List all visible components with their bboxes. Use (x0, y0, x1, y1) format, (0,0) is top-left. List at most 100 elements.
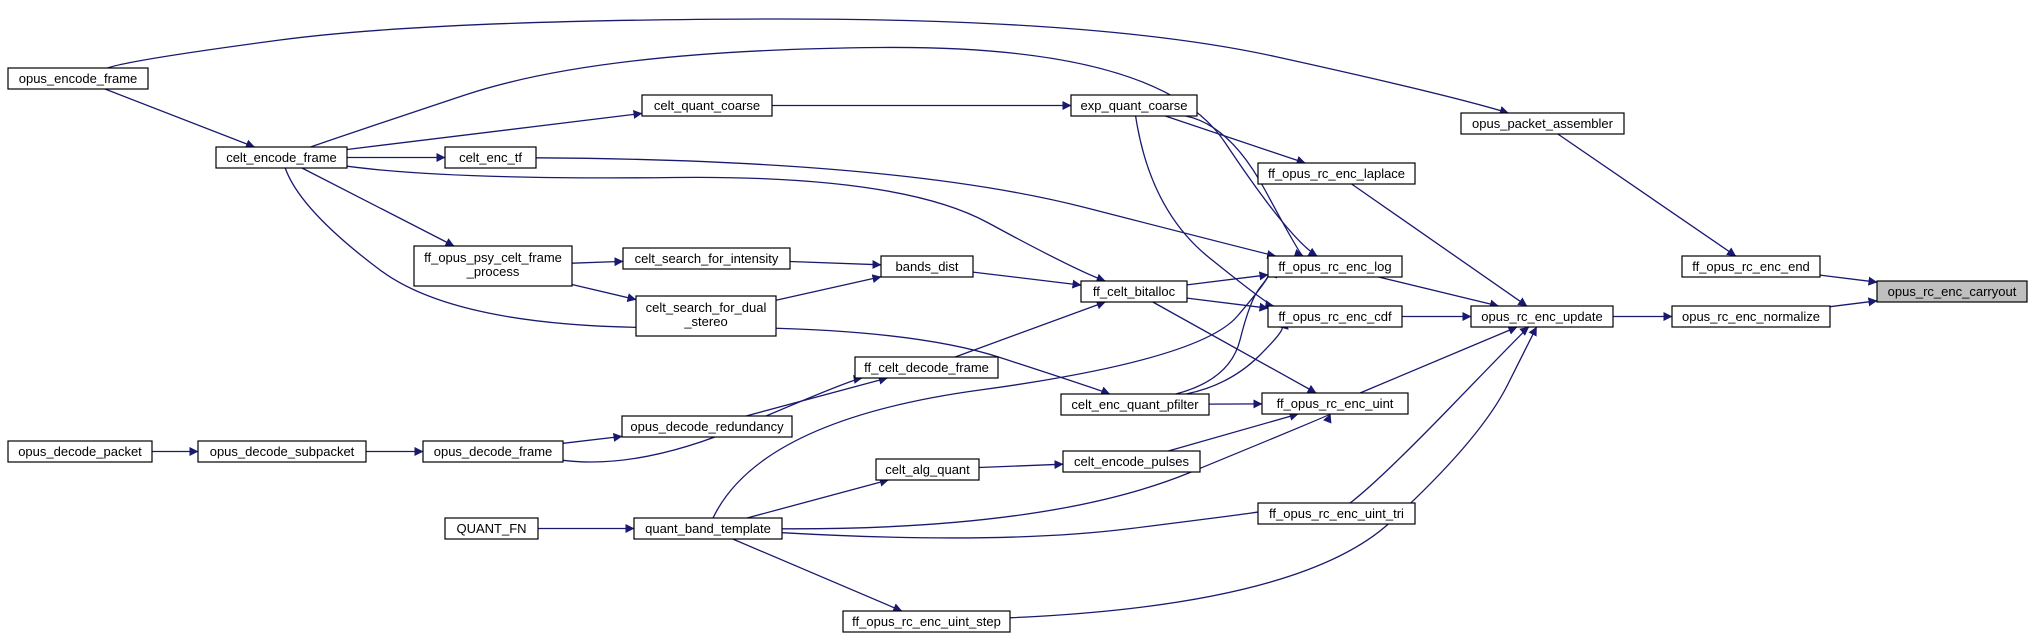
node-enc-tf[interactable]: celt_enc_tf (444, 146, 537, 169)
node-decode-frame[interactable]: opus_decode_frame (422, 440, 564, 463)
edge-arrow (1351, 183, 1528, 307)
node-enc-uint[interactable]: ff_opus_rc_enc_uint (1261, 392, 1409, 415)
node-label: ff_opus_rc_enc_uint_step (852, 614, 1001, 629)
edge-arrow (1829, 297, 1878, 308)
edge-exp_qc-to-enc_log (1185, 115, 1304, 258)
node-box (635, 295, 777, 337)
node-box (1257, 162, 1416, 185)
node-label: celt_enc_tf (459, 150, 522, 165)
node-label: opus_rc_enc_update (1481, 309, 1602, 324)
edge-search_dual-to-bands_dist (775, 274, 882, 301)
node-label: exp_quant_coarse (1081, 98, 1188, 113)
edge-arrow (732, 538, 903, 612)
node-box (1257, 502, 1416, 525)
node-enc-end[interactable]: ff_opus_rc_enc_end (1681, 255, 1821, 278)
edge-qbt-to-enc_uint (781, 413, 1331, 530)
edge-arrow (712, 267, 1277, 519)
edge-pulses-to-enc_uint (1168, 412, 1299, 452)
edge-arrow (1134, 115, 1275, 309)
node-uint-step[interactable]: ff_opus_rc_enc_uint_step (842, 610, 1011, 633)
node-label: bands_dist (896, 259, 959, 274)
node-pfilter[interactable]: celt_enc_quant_pfilter (1060, 393, 1210, 416)
node-search-dual[interactable]: celt_search_for_dual_stereo (635, 295, 777, 337)
node-label: celt_enc_quant_pfilter (1071, 397, 1199, 412)
node-label: opus_encode_frame (19, 71, 138, 86)
node-label: quant_band_template (645, 521, 771, 536)
edge-arrow (1186, 297, 1269, 312)
node-uint-tri[interactable]: ff_opus_rc_enc_uint_tri (1257, 502, 1416, 525)
edge-psy-to-search_int (571, 257, 624, 267)
node-redundancy[interactable]: opus_decode_redundancy (621, 415, 793, 438)
node-box (413, 245, 573, 287)
node-box (875, 458, 980, 481)
edge-arrow (1378, 276, 1499, 309)
node-box (444, 146, 537, 169)
node-box (1070, 94, 1198, 117)
edge-arrow (571, 257, 624, 267)
node-box (1267, 305, 1403, 328)
node-decode-celt[interactable]: ff_celt_decode_frame (854, 356, 999, 379)
node-normalize[interactable]: opus_rc_enc_normalize (1671, 305, 1831, 328)
edge-arrow (1152, 301, 1317, 394)
node-label: ff_opus_rc_enc_uint_tri (1269, 506, 1404, 521)
node-celt-enc-frame[interactable]: celt_encode_frame (215, 146, 348, 169)
node-encode-frame[interactable]: opus_encode_frame (7, 67, 149, 90)
edge-qbt-to-uint_step (732, 538, 903, 612)
node-packet-assembler[interactable]: opus_packet_assembler (1460, 112, 1625, 135)
node-label: opus_rc_enc_normalize (1682, 309, 1820, 324)
node-alg-quant[interactable]: celt_alg_quant (875, 458, 980, 481)
edge-exp_qc-to-laplace (1165, 115, 1306, 165)
node-pulses[interactable]: celt_encode_pulses (1062, 450, 1201, 473)
node-subpacket[interactable]: opus_decode_subpacket (197, 440, 367, 463)
node-box (1681, 255, 1821, 278)
node-box (641, 94, 773, 117)
edge-redundancy-to-decode_celt (745, 375, 888, 417)
node-box (422, 440, 564, 463)
edge-arrow (1185, 115, 1304, 258)
edge-exp_qc-to-enc_cdf (1134, 115, 1275, 309)
edge-arrow (1186, 321, 1289, 395)
node-label: opus_decode_subpacket (210, 444, 355, 459)
edge-psy-to-search_dual (571, 283, 637, 303)
edge-bitalloc-to-enc_log (1186, 271, 1269, 286)
node-box (444, 517, 539, 540)
node-enc-update[interactable]: opus_rc_enc_update (1470, 305, 1614, 328)
node-quant-coarse[interactable]: celt_quant_coarse (641, 94, 773, 117)
edge-enc_uint-to-enc_update (1359, 326, 1518, 394)
node-box (621, 415, 793, 438)
edge-laplace-to-enc_update (1351, 183, 1528, 307)
edge-arrow (301, 167, 455, 247)
node-qbt[interactable]: quant_band_template (633, 517, 783, 540)
node-box (1460, 112, 1625, 135)
node-label: opus_decode_redundancy (630, 419, 784, 434)
node-search-int[interactable]: celt_search_for_intensity (622, 247, 791, 270)
node-bitalloc[interactable]: ff_celt_bitalloc (1080, 280, 1188, 303)
edge-arrow (1168, 412, 1299, 452)
node-box (633, 517, 783, 540)
node-laplace[interactable]: ff_opus_rc_enc_laplace (1257, 162, 1416, 185)
edge-arrow (535, 157, 1277, 259)
edge-celt_enc_frame-to-quant_coarse (346, 109, 643, 151)
node-box (1261, 392, 1409, 415)
node-label: opus_rc_enc_carryout (1888, 284, 2017, 299)
node-bands-dist[interactable]: bands_dist (880, 255, 974, 278)
edge-arrow (746, 477, 889, 519)
node-quant-fn[interactable]: QUANT_FN (444, 517, 539, 540)
edge-arrow (1349, 326, 1530, 504)
node-label: celt_search_for_intensity (635, 251, 779, 266)
edge-qbt-to-alg_quant (746, 477, 889, 519)
edge-arrow (954, 300, 1106, 358)
node-decode-packet[interactable]: opus_decode_packet (7, 440, 153, 463)
node-exp-qc[interactable]: exp_quant_coarse (1070, 94, 1198, 117)
node-psy[interactable]: ff_opus_psy_celt_frame_process (413, 245, 573, 287)
node-box (197, 440, 367, 463)
node-enc-cdf[interactable]: ff_opus_rc_enc_cdf (1267, 305, 1403, 328)
edge-packet_assembler-to-enc_end (1557, 133, 1737, 257)
node-label: ff_celt_decode_frame (864, 360, 989, 375)
node-enc-log[interactable]: ff_opus_rc_enc_log (1267, 255, 1403, 278)
edge-bitalloc-to-enc_cdf (1186, 297, 1269, 312)
node-box (1671, 305, 1831, 328)
node-carryout[interactable]: opus_rc_enc_carryout (1876, 280, 2028, 303)
node-box (1080, 280, 1188, 303)
